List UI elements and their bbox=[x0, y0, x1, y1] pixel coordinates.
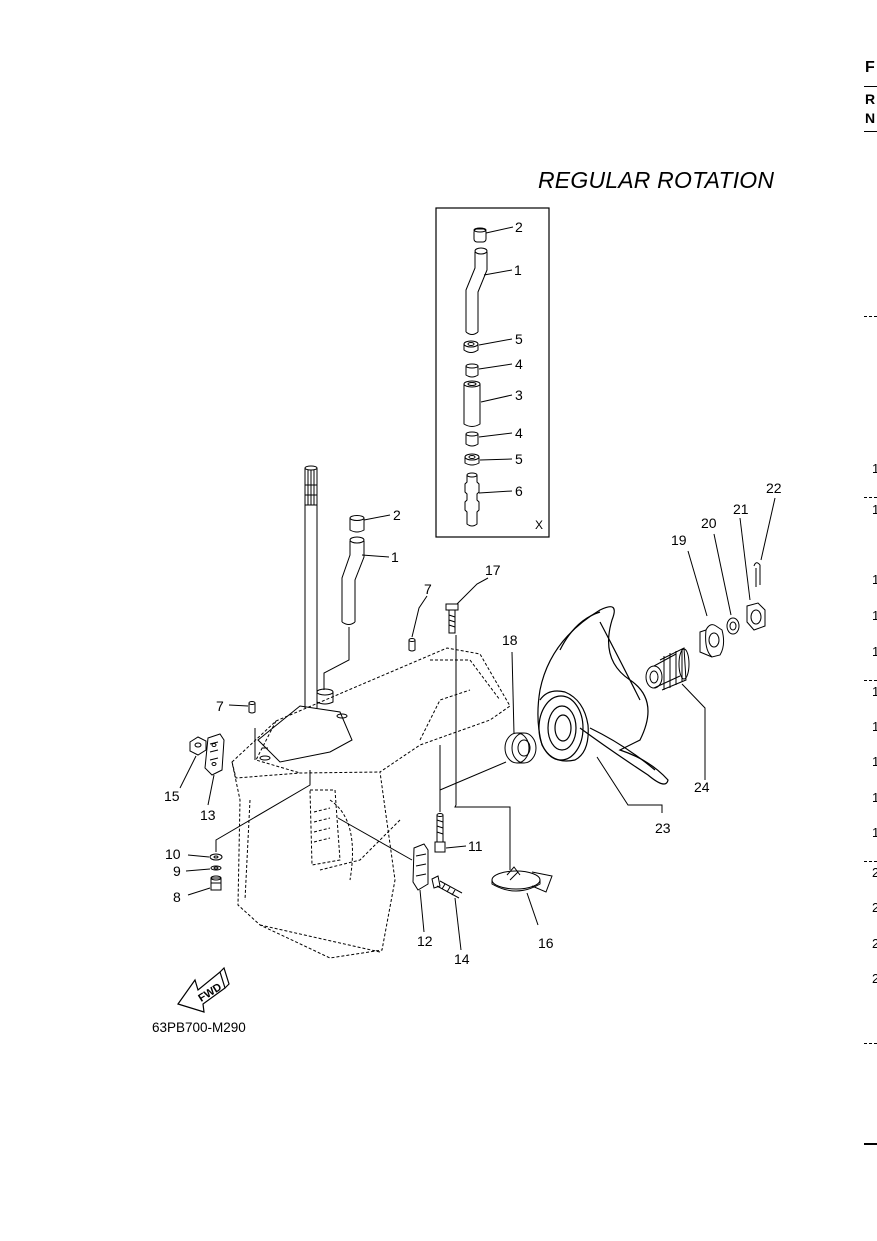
washer-part9 bbox=[210, 865, 222, 871]
callout-22: 22 bbox=[766, 480, 782, 496]
edge-dash bbox=[864, 316, 877, 317]
callout-7-left: 7 bbox=[216, 698, 224, 714]
edge-number: 2 bbox=[872, 971, 877, 986]
callout-x5-upper: 5 bbox=[515, 331, 523, 347]
edge-dash bbox=[864, 1043, 877, 1044]
edge-number: 1 bbox=[872, 684, 877, 699]
callout-x1: 1 bbox=[514, 262, 522, 278]
bolt-part11 bbox=[434, 813, 446, 853]
edge-dash bbox=[864, 497, 877, 498]
dowel-pin-part7-top bbox=[408, 638, 416, 652]
edge-number: 1 bbox=[872, 825, 877, 840]
edge-dash bbox=[864, 861, 877, 862]
callout-7-top: 7 bbox=[424, 581, 432, 597]
detail-inset-box bbox=[435, 207, 550, 538]
spacer-part24 bbox=[645, 647, 690, 691]
edge-number: 2 bbox=[872, 936, 877, 951]
nut-part21 bbox=[746, 602, 766, 631]
edge-number: 2 bbox=[872, 900, 877, 915]
callout-14: 14 bbox=[454, 951, 470, 967]
inset-label: X bbox=[535, 518, 543, 532]
edge-letter-r: R bbox=[865, 91, 876, 107]
anode-part12 bbox=[412, 843, 429, 891]
edge-rule bbox=[864, 86, 877, 87]
grommet-part2 bbox=[349, 515, 365, 533]
callout-20: 20 bbox=[701, 515, 717, 531]
spacer-part18 bbox=[504, 732, 537, 764]
upper-cover-plate bbox=[254, 688, 353, 763]
diagram-heading: REGULAR ROTATION bbox=[538, 167, 775, 193]
callout-17: 17 bbox=[485, 562, 501, 578]
callout-x4-lower: 4 bbox=[515, 425, 523, 441]
inset-bushing-part4-lower bbox=[465, 431, 479, 447]
callout-x3: 3 bbox=[515, 387, 523, 403]
callout-11: 11 bbox=[468, 838, 483, 854]
callout-9: 9 bbox=[173, 863, 181, 879]
inset-seal-part5-lower bbox=[464, 453, 480, 466]
edge-number: 2 bbox=[872, 865, 877, 880]
washer-part10 bbox=[209, 853, 223, 861]
callout-2: 2 bbox=[393, 507, 401, 523]
forward-direction-arrow bbox=[177, 966, 230, 1013]
edge-letter-f: F bbox=[865, 59, 875, 76]
edge-letter-n: N bbox=[865, 110, 876, 126]
dowel-pin-part7-left bbox=[248, 701, 256, 714]
callout-x2: 2 bbox=[515, 219, 523, 235]
callout-19: 19 bbox=[671, 532, 687, 548]
callout-18: 18 bbox=[502, 632, 518, 648]
propeller-part23 bbox=[537, 606, 669, 785]
callout-1: 1 bbox=[391, 549, 399, 565]
edge-rule bbox=[864, 131, 877, 132]
document-number: 63PB700-M290 bbox=[152, 1020, 246, 1035]
edge-number: 1 bbox=[872, 502, 877, 517]
fwd-label: FWD bbox=[196, 981, 224, 1004]
inset-guide-part3 bbox=[463, 380, 481, 427]
water-tube-part1 bbox=[341, 536, 365, 625]
edge-dash bbox=[864, 680, 877, 681]
callout-12: 12 bbox=[417, 933, 433, 949]
callout-x6: 6 bbox=[515, 483, 523, 499]
lower-case-housing bbox=[231, 647, 511, 959]
callout-8: 8 bbox=[173, 889, 181, 905]
inset-bushing-part4-upper bbox=[465, 363, 479, 378]
callout-15: 15 bbox=[164, 788, 180, 804]
washer-part20 bbox=[726, 617, 740, 635]
edge-number: 1 bbox=[872, 608, 877, 623]
inset-water-tube-part1 bbox=[465, 247, 488, 335]
edge-number: 1 bbox=[872, 644, 877, 659]
edge-number: 1 bbox=[872, 461, 877, 476]
edge-rule bbox=[864, 1143, 877, 1145]
bolt-part8 bbox=[210, 875, 222, 891]
callout-x5-lower: 5 bbox=[515, 451, 523, 467]
callout-21: 21 bbox=[733, 501, 749, 517]
anode-part13 bbox=[204, 733, 225, 776]
inset-joint-part6 bbox=[464, 472, 480, 527]
callout-x4-upper: 4 bbox=[515, 356, 523, 372]
edge-number: 1 bbox=[872, 754, 877, 769]
drive-shaft bbox=[304, 465, 318, 708]
bolt-part17 bbox=[445, 603, 459, 634]
callout-16: 16 bbox=[538, 935, 554, 951]
callout-23: 23 bbox=[655, 820, 671, 836]
edge-number: 1 bbox=[872, 719, 877, 734]
inset-grommet-part2 bbox=[473, 228, 487, 243]
inset-seal-part5-upper bbox=[463, 340, 479, 353]
nut-part15 bbox=[189, 736, 207, 756]
edge-number: 1 bbox=[872, 790, 877, 805]
trim-tab-part16 bbox=[491, 866, 553, 893]
callout-24: 24 bbox=[694, 779, 710, 795]
bolt-part14 bbox=[431, 875, 463, 899]
edge-number: 1 bbox=[872, 572, 877, 587]
callout-13: 13 bbox=[200, 807, 216, 823]
washer-part19 bbox=[699, 624, 725, 658]
callout-10: 10 bbox=[165, 846, 181, 862]
cotter-pin-part22 bbox=[753, 562, 761, 587]
